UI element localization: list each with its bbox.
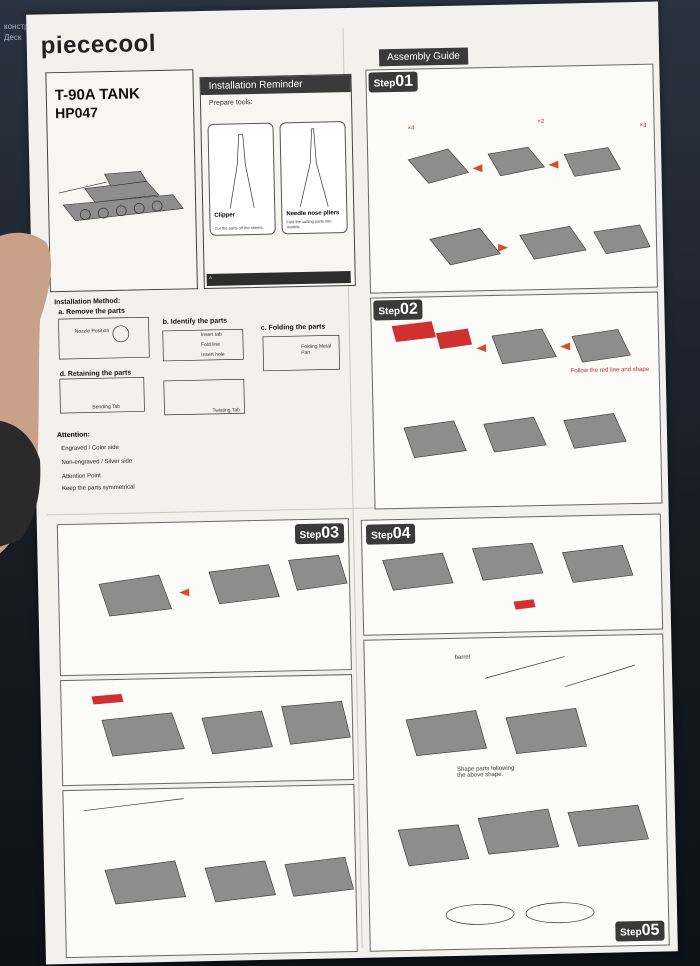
product-code: HP047 [55,104,99,122]
step-05-diagram [397,656,649,925]
step-number: 01 [395,72,414,91]
qty-label: ×2 [537,118,545,126]
pliers-desc: Fold the cutting parts into models. [286,218,332,230]
qty-label: ×3 [639,122,647,129]
step-number: 04 [392,524,411,543]
step-01-diagram [407,146,651,266]
step-04-tag: Step04 [365,523,416,545]
step-03c-diagram [83,798,354,905]
step-05-tag: Step05 [614,920,665,942]
assembly-guide-title: Assembly Guide [378,47,469,67]
pliers-icon [299,128,329,208]
step-label: Step [299,529,322,542]
taskbar-item[interactable]: конструк [4,22,36,31]
step-label: Step [373,78,396,90]
step-number: 05 [641,921,660,940]
step-03-tag: Step03 [294,523,345,545]
step-02-diagram [391,321,631,459]
step-03b-box [60,674,355,787]
clipper-desc: Cut the parts off the sheets. [214,224,264,231]
clipper-label: Clipper [214,212,236,219]
step-02-tag: Step02 [373,299,424,321]
step-05-box: barrel Shape parts following the above s… [363,633,670,952]
warning-strip: ⚠ [206,270,351,286]
warning-icon: ⚠ [208,274,213,280]
product-title-box: T-90A TANK HP047 [45,69,198,293]
step-label: Step [378,305,401,318]
prepare-tools-label: Prepare tools: [208,98,253,107]
attention-item: Keep the parts symmetrical [62,484,135,493]
clipper-tool-card: Clipper Cut the parts off the sheets. [207,122,276,236]
installation-reminder: Installation Reminder Prepare tools: Cli… [199,73,356,290]
attention-item: Non-engraved / Silver side [61,458,133,467]
step-label: Step [371,530,393,542]
taskbar-item[interactable]: Деск [4,33,22,42]
step-number: 03 [321,524,340,542]
clipper-icon [229,133,255,209]
step-04-box: Step04 [360,513,664,636]
step-03c-box [62,784,358,959]
brand-logo: piececool [40,30,157,60]
reminder-title: Installation Reminder [200,74,351,96]
product-name: T-90A TANK [54,85,140,105]
pliers-tool-card: Needle nose pliers Fold the cutting part… [279,121,348,235]
pliers-label: Needle nose pliers [286,210,340,218]
step-03-diagram [98,554,348,617]
step-01-tag: Step01 [368,71,419,93]
installation-method: Installation Method: a. Remove the parts… [50,293,343,429]
hand-holding-sheet [0,232,52,554]
desktop-taskbar: конструк Деск [0,20,60,60]
qty-label: ×4 [407,125,415,132]
attention-section: Attention: Engraved / Color side Non-eng… [53,426,344,502]
tank-illustration-icon [58,171,184,222]
step-number: 02 [399,300,419,318]
step-01-box: Step01 ×4 ×2 ×3 [365,63,658,294]
instruction-sheet: piececool T-90A TANK HP047 Installation … [26,1,678,965]
step-03-box: Step03 [56,518,352,677]
shape-parts-note: Shape parts following the above shape. [456,765,515,779]
step-04-diagram [382,542,634,610]
barrel-label: barrel [454,654,471,661]
method-diagrams [58,316,340,416]
step-03b-diagram [91,693,351,757]
step-label: Step [619,927,642,939]
step-02-box: Step02 Follow the red line and shape [370,291,663,510]
